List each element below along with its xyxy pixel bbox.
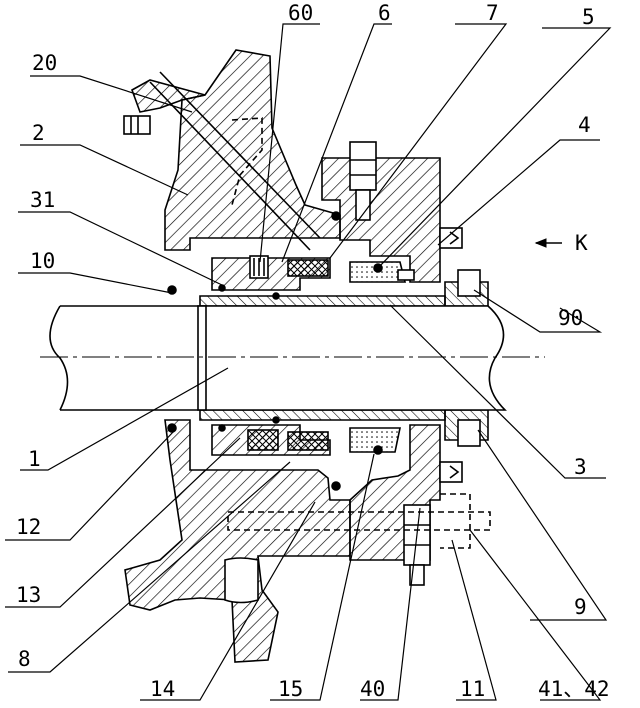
leader-6: [281, 23, 392, 263]
oring-sleeve-low: [272, 416, 280, 424]
oring-15: [373, 445, 383, 455]
carbon-ring-lower: [349, 427, 401, 453]
leader-15: [270, 453, 375, 701]
bellows-7: [287, 259, 329, 277]
leader-8: [8, 461, 291, 673]
oring-sleeve-up: [272, 292, 280, 300]
label-20: 20: [32, 51, 57, 75]
leader-31: [18, 211, 223, 286]
oring-31: [218, 284, 226, 292]
leader-14: [140, 501, 316, 701]
k-arrow-head: [534, 238, 547, 248]
sleeve-lower: [199, 409, 446, 421]
label-31: 31: [30, 188, 55, 212]
leader-9: [477, 429, 608, 621]
label-6: 6: [378, 1, 391, 25]
oring-housing-up: [331, 211, 341, 221]
leader-40: [360, 507, 421, 701]
shaft-break-left: [49, 305, 69, 411]
label-1: 1: [28, 447, 41, 471]
housing-cavity: [231, 117, 263, 206]
leader-10: [18, 272, 173, 294]
label-12: 12: [16, 515, 41, 539]
oring-13: [218, 424, 226, 432]
leader-4: [437, 139, 600, 246]
setscrew-lower: [457, 419, 481, 447]
leader-4142: [469, 529, 602, 701]
housing-lower: [124, 419, 351, 663]
label-60: 60: [288, 1, 313, 25]
gland-bolt-shank: [355, 189, 371, 221]
label-9: 9: [574, 595, 587, 619]
stud-dashed: [227, 511, 491, 531]
label-2: 2: [32, 121, 45, 145]
leader-90: [473, 289, 603, 333]
stud-dashed-2: [440, 493, 471, 549]
gland-screw-lower: [439, 461, 463, 483]
oring-housing-low: [331, 481, 341, 491]
label-7: 7: [486, 1, 499, 25]
label-11: 11: [460, 677, 485, 701]
label-14: 14: [150, 677, 175, 701]
oring-12: [167, 423, 177, 433]
leader-5: [377, 27, 612, 269]
shaft-step: [197, 305, 207, 411]
label-4142: 41、42: [538, 677, 610, 701]
housing-drill-2: [149, 81, 311, 251]
label-8: 8: [18, 647, 31, 671]
leader-7: [329, 23, 508, 259]
part-geometry: [40, 49, 562, 663]
plug-20: [123, 115, 151, 135]
spring-lower: [247, 429, 279, 451]
leader-60: [259, 23, 320, 263]
gland-bolt-head: [349, 141, 377, 191]
label-K: K: [575, 231, 588, 255]
label-15: 15: [278, 677, 303, 701]
leader-13: [5, 437, 241, 608]
part-labels: 60 6 7 5 20 2 4 31 10 K 90 1 3 12 13 9 8…: [16, 1, 610, 701]
pin-upper: [397, 269, 415, 281]
setscrew-upper: [457, 269, 481, 297]
bellows-lower: [287, 431, 329, 451]
gland-screw: [439, 227, 463, 249]
housing-upper: [164, 49, 341, 251]
leader-20: [30, 75, 193, 113]
housing-lower-hole: [224, 557, 259, 604]
label-10: 10: [30, 249, 55, 273]
leader-12: [5, 429, 176, 541]
leader-3: [389, 304, 606, 479]
housing-drill-1: [159, 71, 321, 239]
leader-lines: [5, 23, 612, 701]
lower-bolt-shank: [409, 564, 425, 586]
housing-flange-top: [131, 79, 206, 113]
label-90: 90: [558, 306, 583, 330]
label-4: 4: [578, 113, 591, 137]
label-3: 3: [574, 455, 587, 479]
label-5: 5: [582, 5, 595, 29]
leader-11: [451, 539, 497, 701]
leader-1: [20, 367, 229, 471]
shaft: [60, 305, 507, 411]
label-13: 13: [16, 583, 41, 607]
sleeve-upper: [199, 295, 446, 307]
leader-2: [20, 144, 189, 196]
label-40: 40: [360, 677, 385, 701]
